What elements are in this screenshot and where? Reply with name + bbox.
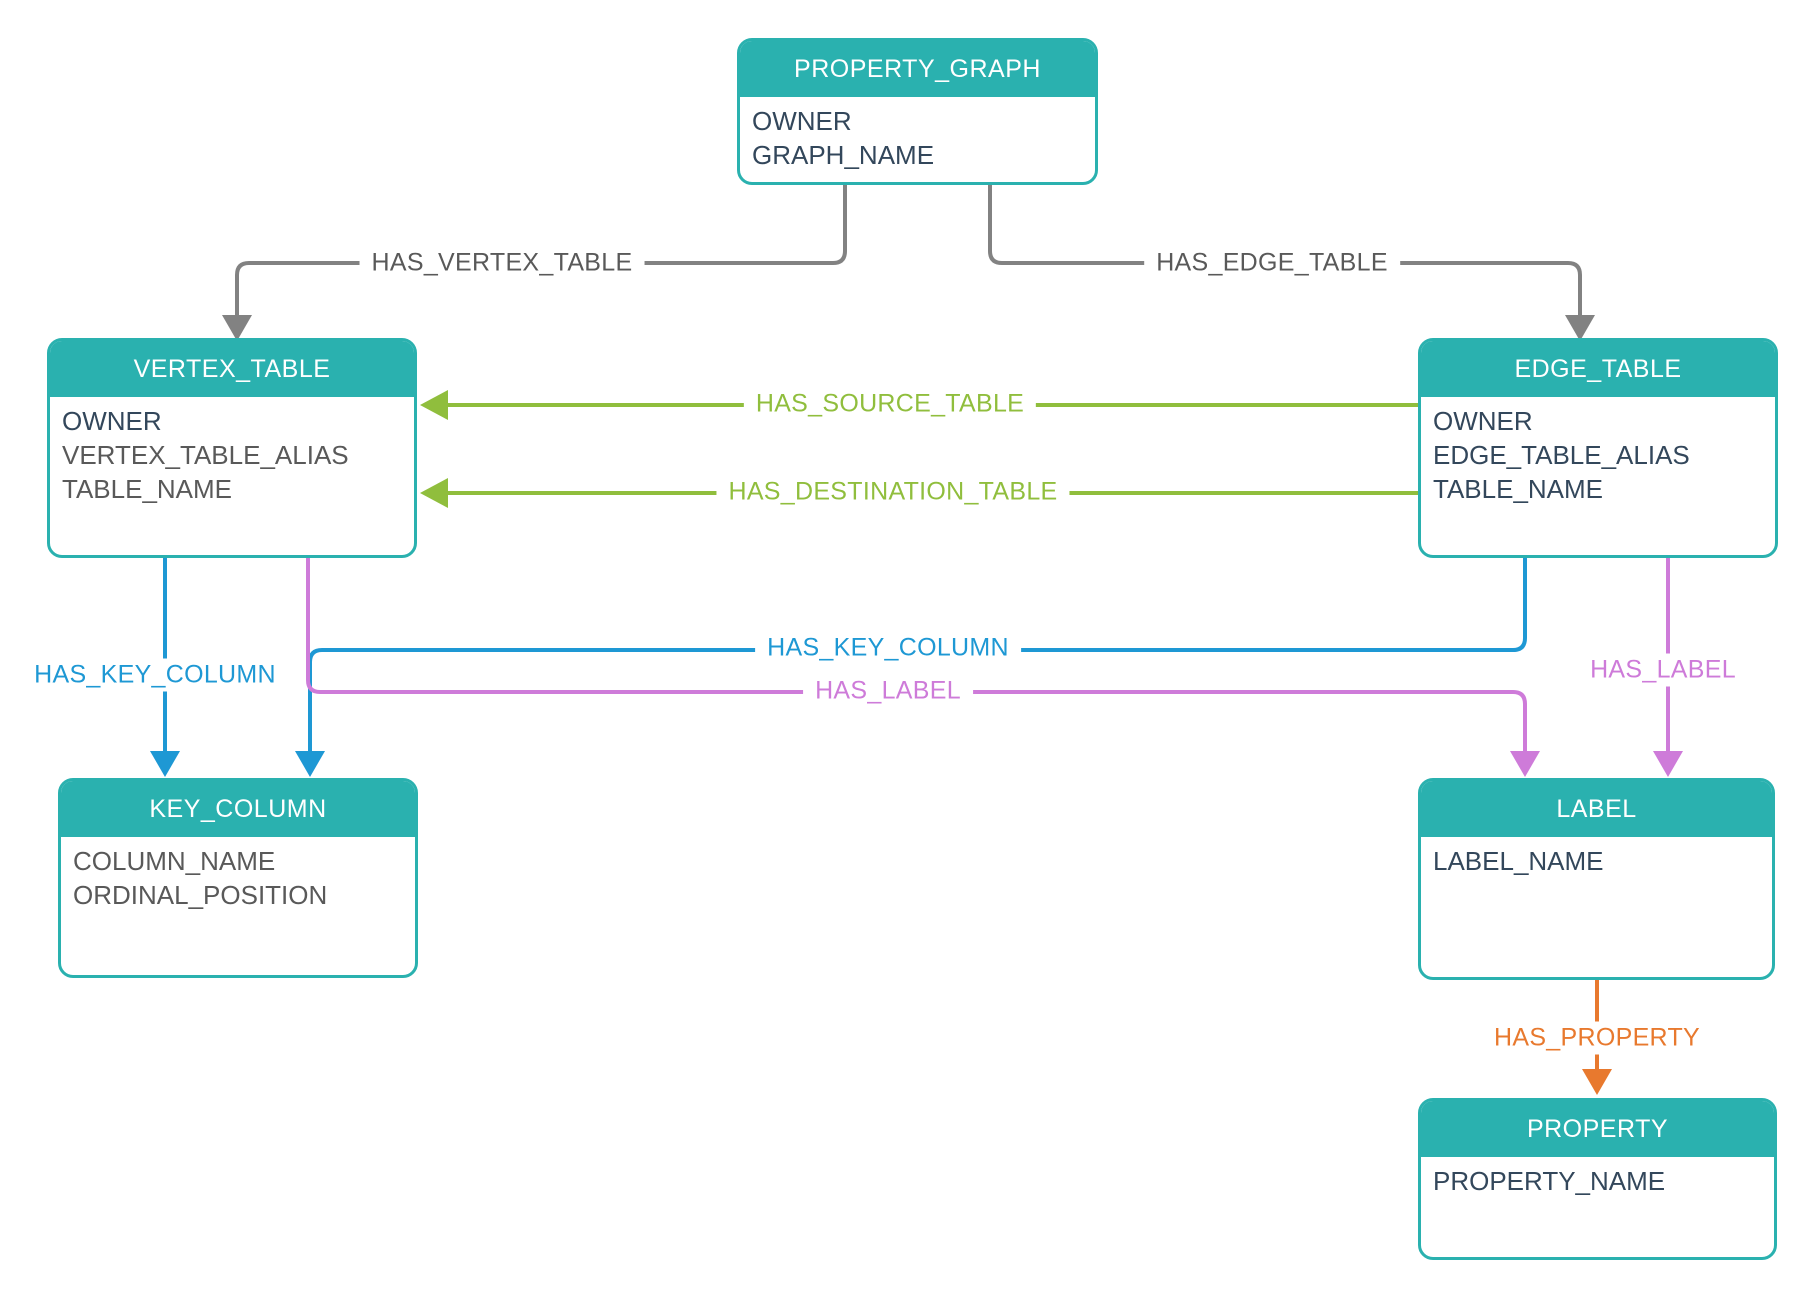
arrowhead-has-property bbox=[1582, 1069, 1612, 1095]
arrowhead-has-destination-table bbox=[420, 478, 448, 508]
field-column-name: COLUMN_NAME bbox=[73, 846, 276, 876]
entity-vertex-table: VERTEX_TABLE OWNER VERTEX_TABLE_ALIAS TA… bbox=[47, 338, 417, 558]
entity-property-graph-body: OWNER GRAPH_NAME bbox=[740, 97, 1095, 179]
entity-vertex-table-header: VERTEX_TABLE bbox=[50, 341, 414, 397]
field-owner: OWNER bbox=[62, 406, 162, 436]
entity-key-column-body: COLUMN_NAME ORDINAL_POSITION bbox=[61, 837, 415, 919]
entity-key-column: KEY_COLUMN COLUMN_NAME ORDINAL_POSITION bbox=[58, 778, 418, 978]
entity-edge-table-body: OWNER EDGE_TABLE_ALIAS TABLE_NAME bbox=[1421, 397, 1775, 513]
entity-property-graph: PROPERTY_GRAPH OWNER GRAPH_NAME bbox=[737, 38, 1098, 185]
edge-label-has-edge-table: HAS_EDGE_TABLE bbox=[1144, 246, 1400, 280]
entity-key-column-title: KEY_COLUMN bbox=[149, 794, 327, 823]
entity-label-header: LABEL bbox=[1421, 781, 1772, 837]
arrowhead-has-edge-table bbox=[1565, 315, 1595, 341]
field-ordinal-position: ORDINAL_POSITION bbox=[73, 880, 328, 910]
edge-label-has-destination-table: HAS_DESTINATION_TABLE bbox=[716, 475, 1070, 509]
entity-edge-table: EDGE_TABLE OWNER EDGE_TABLE_ALIAS TABLE_… bbox=[1418, 338, 1778, 558]
entity-property-title: PROPERTY bbox=[1526, 1114, 1669, 1143]
field-property-name: PROPERTY_NAME bbox=[1433, 1166, 1666, 1196]
field-table-name: TABLE_NAME bbox=[62, 474, 233, 504]
arrowhead-has-vertex-table bbox=[222, 315, 252, 341]
edge-label-has-vertex-table: HAS_VERTEX_TABLE bbox=[359, 246, 645, 280]
field-vertex-table-alias: VERTEX_TABLE_ALIAS bbox=[62, 440, 349, 470]
entity-property: PROPERTY PROPERTY_NAME bbox=[1418, 1098, 1777, 1260]
entity-label: LABEL LABEL_NAME bbox=[1418, 778, 1775, 980]
arrowhead-has-label-right bbox=[1653, 751, 1683, 777]
entity-vertex-table-body: OWNER VERTEX_TABLE_ALIAS TABLE_NAME bbox=[50, 397, 414, 513]
field-owner: OWNER bbox=[1433, 406, 1533, 436]
field-graph-name: GRAPH_NAME bbox=[752, 140, 935, 170]
field-owner: OWNER bbox=[752, 106, 852, 136]
edge-label-has-label-right: HAS_LABEL bbox=[1578, 653, 1748, 687]
entity-property-graph-title: PROPERTY_GRAPH bbox=[794, 54, 1041, 83]
entity-property-body: PROPERTY_NAME bbox=[1421, 1157, 1774, 1205]
field-label-name: LABEL_NAME bbox=[1433, 846, 1604, 876]
edge-label-has-source-table: HAS_SOURCE_TABLE bbox=[743, 387, 1037, 421]
arrowhead-has-source-table bbox=[420, 390, 448, 420]
entity-edge-table-title: EDGE_TABLE bbox=[1514, 354, 1682, 383]
arrowhead-has-key-column-left bbox=[150, 751, 180, 777]
edge-label-has-key-column-left: HAS_KEY_COLUMN bbox=[22, 658, 288, 692]
edge-label-has-label-center: HAS_LABEL bbox=[803, 674, 973, 708]
edge-label-has-property: HAS_PROPERTY bbox=[1482, 1021, 1712, 1055]
entity-label-body: LABEL_NAME bbox=[1421, 837, 1772, 885]
entity-edge-table-header: EDGE_TABLE bbox=[1421, 341, 1775, 397]
arrowhead-has-label-left bbox=[1510, 751, 1540, 777]
field-table-name: TABLE_NAME bbox=[1433, 474, 1604, 504]
entity-label-title: LABEL bbox=[1556, 794, 1637, 823]
entity-property-graph-header: PROPERTY_GRAPH bbox=[740, 41, 1095, 97]
arrowhead-has-key-column-right bbox=[295, 751, 325, 777]
entity-property-header: PROPERTY bbox=[1421, 1101, 1774, 1157]
entity-key-column-header: KEY_COLUMN bbox=[61, 781, 415, 837]
field-edge-table-alias: EDGE_TABLE_ALIAS bbox=[1433, 440, 1690, 470]
entity-vertex-table-title: VERTEX_TABLE bbox=[133, 354, 331, 383]
edge-label-has-key-column-center: HAS_KEY_COLUMN bbox=[755, 631, 1021, 665]
